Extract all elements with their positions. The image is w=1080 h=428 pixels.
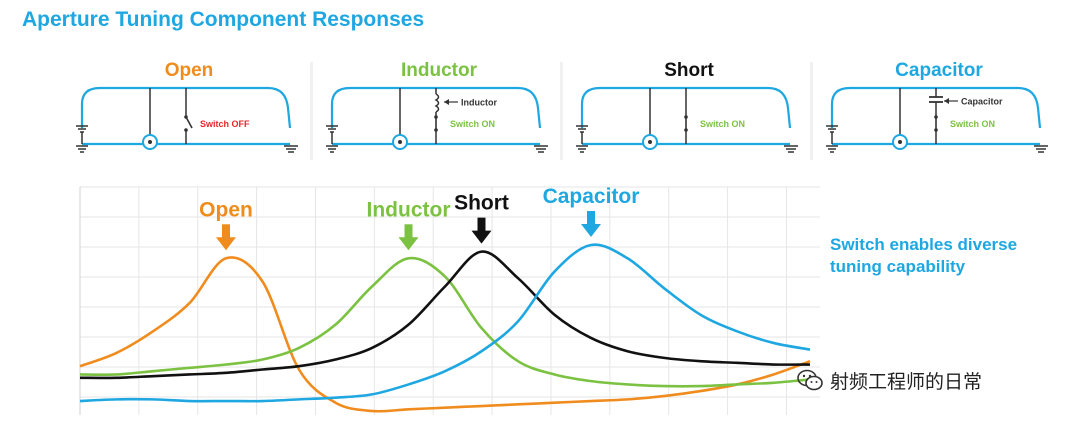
switch-state-label: Switch ON [950,119,995,129]
circuit-title-inductor: Inductor [401,60,477,81]
panel-separator [807,62,813,160]
series-line-open [79,256,811,413]
circuit-title-capacitor: Capacitor [895,60,983,81]
peak-arrowhead-open [216,237,236,251]
circuit-title-short: Short [664,60,714,81]
watermark: 射频工程师的日常 [796,366,982,394]
chart-grid [79,186,820,415]
peak-label-short: Short [454,192,509,215]
wechat-icon [797,369,823,391]
page-title: Aperture Tuning Component Responses [22,8,425,31]
side-note: Switch enables diverse tuning capability [830,234,1060,278]
series-line-inductor [79,256,811,388]
series-line-short [79,250,811,380]
component-label: Capacitor [961,97,1003,107]
peak-label-open: Open [199,198,253,221]
switch-state-label: Switch ON [700,119,745,129]
panel-separator [307,62,313,160]
side-note-line2: tuning capability [830,257,966,276]
peak-arrowhead-short [471,230,492,244]
peak-label-capacitor: Capacitor [543,185,640,208]
circuit-diagram: Switch OFF [76,86,298,153]
switch-state-label: Switch ON [450,119,495,129]
panel-separator [557,62,563,160]
circuit-diagram: Switch ON [576,86,798,153]
peak-arrow-open [222,224,230,239]
peak-arrow-short [477,217,486,232]
peak-label-inductor: Inductor [367,198,451,221]
peak-arrowhead-inductor [398,237,419,251]
component-label: Inductor [461,98,497,108]
side-note-line1: Switch enables diverse [830,235,1018,254]
peak-arrow-capacitor [587,211,595,225]
watermark-text: 射频工程师的日常 [830,370,983,393]
switch-state-label: Switch OFF [200,119,250,129]
circuit-title-open: Open [164,60,214,81]
series-line-capacitor [79,243,811,403]
peak-arrow-inductor [404,224,413,239]
peak-arrowhead-capacitor [581,224,601,237]
